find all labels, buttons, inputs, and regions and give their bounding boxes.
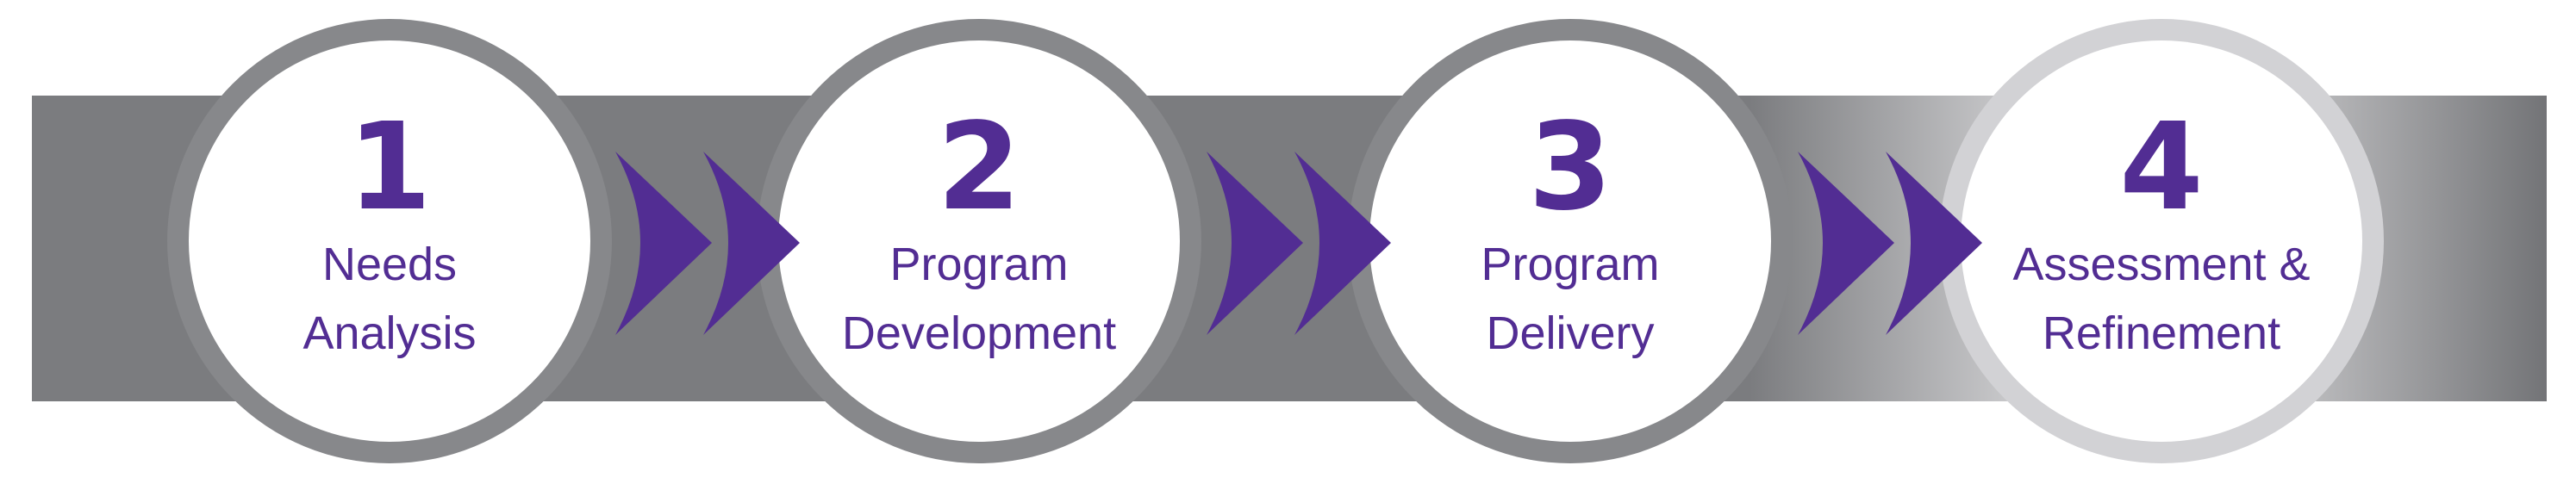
step-number: 3	[1528, 97, 1612, 238]
step-circle	[1369, 40, 1771, 442]
chevron-right-icon	[1886, 152, 1982, 335]
step-label-line1: Program	[889, 239, 1068, 290]
step-label-line2: Delivery	[1486, 307, 1654, 359]
chevron-right-icon	[703, 152, 800, 335]
chevron-right-icon	[1294, 152, 1391, 335]
chevron-right-icon	[1207, 152, 1303, 335]
step-label-line2: Analysis	[303, 307, 476, 359]
double-chevron-right-icon	[1207, 152, 1391, 335]
step-number: 2	[937, 97, 1020, 238]
step-label-line1: Program	[1481, 239, 1659, 290]
step-circle	[189, 40, 590, 442]
step-label-line1: Assessment &	[2012, 239, 2310, 290]
step-label-line1: Needs	[322, 239, 457, 290]
double-chevron-right-icon	[615, 152, 800, 335]
double-chevron-right-icon	[1798, 152, 1982, 335]
step-number: 1	[347, 97, 431, 238]
step-number: 4	[2119, 97, 2203, 238]
chevron-right-icon	[615, 152, 712, 335]
chevron-right-icon	[1798, 152, 1894, 335]
step-label-line2: Refinement	[2043, 307, 2280, 359]
step-circle	[778, 40, 1180, 442]
step-circle	[1961, 40, 2362, 442]
step-label-line2: Development	[842, 307, 1116, 359]
